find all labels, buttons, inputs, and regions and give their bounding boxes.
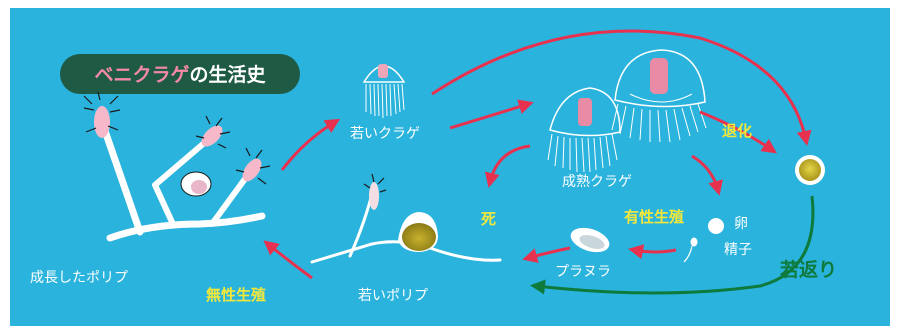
regressed-cyst <box>795 155 825 185</box>
arrow-gametes-to-planula <box>628 244 677 260</box>
label-young-polyp: 若いポリプ <box>358 288 428 304</box>
label-death: 死 <box>481 210 496 228</box>
arrow-mature-to-cyst <box>699 110 777 154</box>
young-jellyfish-illustration <box>362 64 406 119</box>
label-sexual-reproduction: 有性生殖 <box>624 208 684 226</box>
adult-polyp-illustration <box>83 91 271 242</box>
arrow-young-polyp-to-adult <box>263 240 313 280</box>
arrow-polyp-to-young-jelly <box>280 118 341 171</box>
label-mature-jellyfish: 成熟クラゲ <box>562 174 632 190</box>
label-young-jellyfish: 若いクラゲ <box>350 126 420 142</box>
label-regression: 退化 <box>722 122 752 140</box>
label-sperm: 精子 <box>724 242 752 258</box>
arrow-mature-to-gametes <box>691 154 723 196</box>
arrow-young-jelly-to-cyst <box>431 29 812 146</box>
label-adult-polyp: 成長したポリプ <box>30 270 128 286</box>
young-polyp-illustration <box>310 173 502 264</box>
arrow-planula-to-young-polyp <box>522 246 571 263</box>
label-rejuvenation: 若返り <box>780 258 837 281</box>
page-title: ベニクラゲの生活史 <box>94 63 266 86</box>
arrow-young-to-mature <box>449 99 534 130</box>
title-suffix: の生活史 <box>190 63 267 86</box>
title-prefix: ベニクラゲ <box>94 64 189 86</box>
sperm-cell <box>683 237 698 263</box>
label-planula: プラヌラ <box>555 264 611 280</box>
label-asexual-reproduction: 無性生殖 <box>206 286 266 304</box>
planula-larva <box>570 227 610 253</box>
arrow-rejuvenation <box>530 195 815 295</box>
arrow-mature-to-death <box>484 144 531 188</box>
mature-jellyfish-illustration <box>547 49 707 173</box>
label-egg: 卵 <box>734 216 748 232</box>
egg-cell <box>708 218 724 234</box>
title-badge: ベニクラゲの生活史 <box>60 54 300 94</box>
